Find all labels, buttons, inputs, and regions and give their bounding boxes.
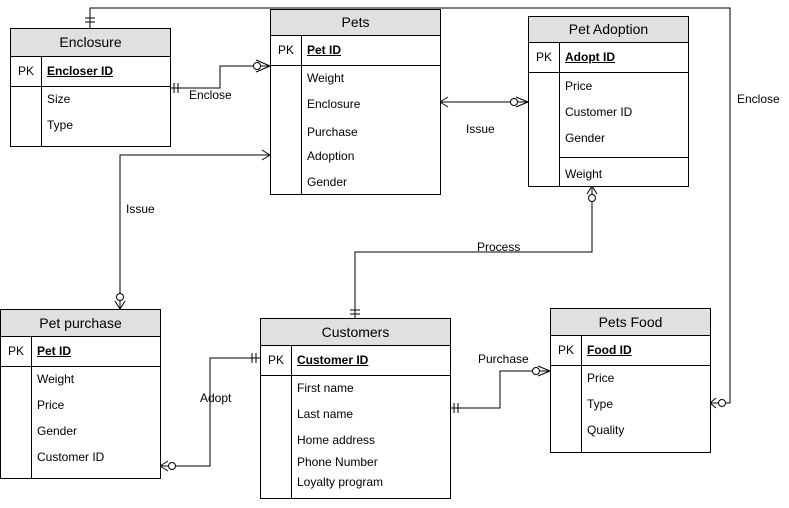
attribute: Size: [47, 92, 71, 106]
primary-key-field: Customer ID: [297, 353, 369, 367]
entity-customers[interactable]: Customers PK Customer ID First name Last…: [260, 318, 451, 499]
column-divider: [41, 57, 42, 146]
pk-row: PK Adopt ID: [529, 43, 688, 73]
relationship-label-issue: Issue: [466, 122, 495, 136]
relationship-label-issue: Issue: [126, 202, 155, 216]
pk-row: PK Pet ID: [1, 337, 160, 367]
column-divider: [559, 43, 560, 186]
attribute: Home address: [297, 433, 376, 447]
pk-row: PK Pet ID: [271, 36, 440, 66]
attribute: Weight: [307, 71, 345, 85]
primary-key-field: Food ID: [587, 343, 632, 357]
link-customers-food: [450, 370, 550, 409]
attribute: Price: [37, 398, 65, 412]
link-adoption-customers: [354, 186, 593, 318]
pk-row: PK Customer ID: [261, 346, 450, 376]
pk-row: PK Encloser ID: [11, 57, 170, 87]
row-divider: [559, 157, 688, 158]
attribute: Customer ID: [37, 450, 105, 464]
link-pets-purchase: [119, 154, 270, 309]
relationship-label-enclose: Enclose: [189, 88, 232, 102]
entity-title: Pet purchase: [1, 310, 160, 337]
attribute: Weight: [565, 167, 603, 181]
pk-label: PK: [535, 50, 552, 64]
column-divider: [581, 336, 582, 452]
attribute: Quality: [587, 423, 625, 437]
relationship-label-enclose: Enclose: [737, 92, 780, 106]
entity-enclosure[interactable]: Enclosure PK Encloser ID Size Type: [10, 28, 171, 147]
pk-label: PK: [557, 343, 574, 357]
attribute: Purchase: [307, 125, 358, 139]
entity-title: Pets: [271, 10, 440, 36]
pk-label: PK: [267, 353, 284, 367]
entity-pets-food[interactable]: Pets Food PK Food ID Price Type Quality: [550, 308, 711, 453]
attribute: Adoption: [307, 149, 355, 163]
attribute: Weight: [37, 372, 75, 386]
attribute: First name: [297, 381, 354, 395]
pk-label: PK: [7, 344, 24, 358]
attribute: Customer ID: [565, 105, 633, 119]
primary-key-field: Encloser ID: [47, 64, 114, 78]
link-enclosure-pets: [170, 65, 270, 89]
entity-pet-adoption[interactable]: Pet Adoption PK Adopt ID Price Customer …: [528, 16, 689, 187]
attribute: Loyalty program: [297, 475, 384, 489]
entity-title: Enclosure: [11, 29, 170, 57]
pk-row: PK Food ID: [551, 336, 710, 366]
attribute: Type: [47, 118, 74, 132]
column-divider: [291, 346, 292, 498]
attribute: Gender: [37, 424, 78, 438]
entity-pets[interactable]: Pets PK Pet ID Weight Enclosure Purchase…: [270, 9, 441, 195]
attribute: Price: [587, 371, 615, 385]
entity-title: Pets Food: [551, 309, 710, 336]
attribute: Price: [565, 79, 593, 93]
entity-pet-purchase[interactable]: Pet purchase PK Pet ID Weight Price Gend…: [0, 309, 161, 479]
attribute: Type: [587, 397, 614, 411]
attribute: Gender: [565, 131, 606, 145]
primary-key-field: Adopt ID: [565, 50, 615, 64]
relationship-label-adopt: Adopt: [200, 391, 232, 405]
attribute: Enclosure: [307, 97, 361, 111]
attribute: Last name: [297, 407, 354, 421]
attribute: Gender: [307, 175, 348, 189]
column-divider: [301, 36, 302, 194]
entity-title: Customers: [261, 319, 450, 346]
attribute: Phone Number: [297, 455, 378, 469]
pk-label: PK: [277, 43, 294, 57]
relationship-label-process: Process: [477, 240, 521, 254]
entity-title: Pet Adoption: [529, 17, 688, 43]
column-divider: [31, 337, 32, 478]
link-purchase-customers: [160, 357, 260, 467]
primary-key-field: Pet ID: [37, 344, 72, 358]
relationship-label-purchase: Purchase: [478, 352, 529, 366]
pk-label: PK: [17, 64, 34, 78]
primary-key-field: Pet ID: [307, 43, 342, 57]
